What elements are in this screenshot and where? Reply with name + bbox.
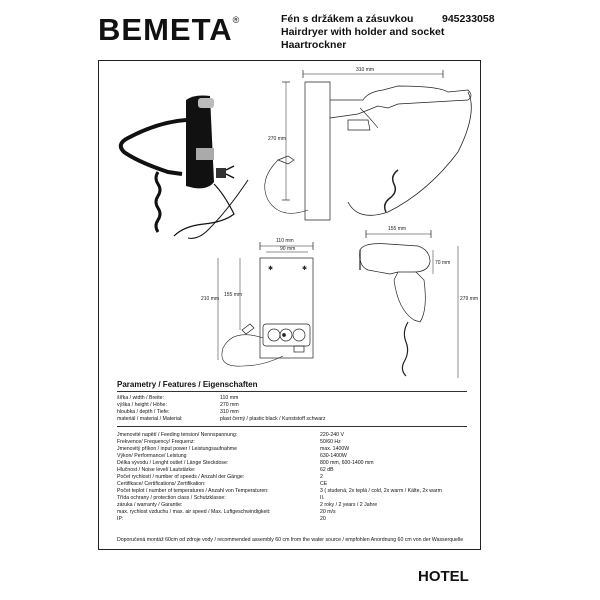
side-view-drawing — [264, 70, 472, 221]
dim-155-right-label: 155 mm — [388, 226, 406, 232]
spec-label: Počet teplot / number of temperatures / … — [117, 488, 269, 494]
spec-label: hloubka / depth / Tiefe: — [117, 409, 170, 415]
spec-value: 220-240 V — [320, 432, 344, 438]
spec-label: Jmenovitý příkon / input power / Leistun… — [117, 446, 237, 452]
spec-row: materiál / material / Material: plast čer… — [117, 416, 472, 423]
spec-label: Délka vývodu / Lenght outlet / Länge Ste… — [117, 460, 229, 466]
spec-label: záruka / warranty / Garantie: — [117, 502, 183, 508]
spec-label: Výkon/ Performance/ Leistung — [117, 453, 187, 459]
spec-label: Hlučnost / Noise level/ Lautstärke: — [117, 467, 196, 473]
brand-name: BEMETA — [98, 12, 233, 47]
spec-value: 2 roky / 2 years / 2 Jahre — [320, 502, 378, 508]
spec-label: Jmenovité napětí / Feeding tension/ Nenn… — [117, 432, 238, 438]
spec-value: II. — [320, 495, 325, 501]
spec-value: 2 — [320, 474, 323, 480]
spec-value: 630-1400W — [320, 453, 347, 459]
product-code: 945233058 — [442, 13, 495, 25]
spec-value: plast černý / plastic black / Kunststoff… — [220, 416, 326, 422]
document-frame — [98, 60, 481, 550]
spec-row: výška / height / Höhe: 270 mm — [117, 402, 472, 409]
spec-row: Frekvence/ Frequency/ Frequenz: 50/60 Hz — [117, 439, 472, 446]
spec-label: výška / height / Höhe: — [117, 402, 167, 408]
spec-label: Počet rychlostí / number of speeds / Anz… — [117, 474, 245, 480]
spec-value: 20 — [320, 516, 326, 522]
spec-row: Délka vývodu / Lenght outlet / Länge Ste… — [117, 460, 472, 467]
spec-row: Počet rychlostí / number of speeds / Anz… — [117, 474, 472, 481]
dim-70-label: 70 mm — [435, 260, 450, 266]
spec-row: Třída ochrany / protection class / Schut… — [117, 495, 472, 502]
registered-mark: ® — [232, 15, 241, 25]
spec-value: 50/60 Hz — [320, 439, 341, 445]
spec-row: IP: 20 — [117, 516, 472, 523]
title-en: Hairdryer with holder and socket — [281, 26, 445, 38]
svg-text:✱: ✱ — [268, 265, 273, 272]
spec-row: Certifikace/ Certifications/ Zertifikati… — [117, 481, 472, 488]
installation-note: Doporučená montáž 60cm od zdroje vody / … — [117, 537, 464, 543]
specs-divider — [117, 391, 467, 392]
product-photo — [118, 95, 249, 239]
spec-row: Hlučnost / Noise level/ Lautstärke: 62 dB — [117, 467, 472, 474]
spec-value: 20 m/s — [320, 509, 336, 515]
dim-155-left-label: 155 mm — [224, 292, 242, 298]
dim-90-label: 90 mm — [280, 246, 295, 252]
spec-value: 800 mm, 600-1400 mm — [320, 460, 374, 466]
title-de: Haartrockner — [281, 39, 347, 51]
spec-value: 270 mm — [220, 402, 239, 408]
spec-row: záruka / warranty / Garantie: 2 roky / 2 … — [117, 502, 472, 509]
spec-row: Počet teplot / number of temperatures / … — [117, 488, 472, 495]
technical-drawing: ✱ ✱ 310 mm 270 mm 110 mm 90 mm 210 mm 15… — [118, 67, 478, 378]
spec-value: CE — [320, 481, 328, 487]
spec-label: max. rychlost vzduchu / max. air speed /… — [117, 509, 271, 515]
spec-row: Jmenovité napětí / Feeding tension/ Nenn… — [117, 432, 472, 439]
dim-210-label: 210 mm — [201, 296, 219, 302]
spec-value: 62 dB — [320, 467, 334, 473]
category-label: HOTEL — [418, 568, 469, 585]
spec-label: Třída ochrany / protection class / Schut… — [117, 495, 226, 501]
dim-270-label: 270 mm — [268, 136, 286, 142]
title-cz: Fén s držákem a zásuvkou — [281, 13, 414, 25]
spec-row: šířka / width / Breite: 110 mm — [117, 395, 472, 402]
product-titles: Fén s držákem a zásuvkou Hairdryer with … — [281, 13, 444, 52]
dim-110-label: 110 mm — [276, 238, 294, 244]
spec-value: max. 1400W — [320, 446, 350, 452]
spec-label: šířka / width / Breite: — [117, 395, 164, 401]
specs-divider — [117, 426, 467, 427]
spec-value: 310 mm — [220, 409, 239, 415]
spec-label: Frekvence/ Frequency/ Frequenz: — [117, 439, 195, 445]
spec-row: hloubka / depth / Tiefe: 310 mm — [117, 409, 472, 416]
spec-row: Jmenovitý příkon / input power / Leistun… — [117, 446, 472, 453]
top-view-drawing — [359, 230, 459, 378]
front-view-drawing: ✱ ✱ — [217, 242, 314, 367]
brand-logo: BEMETA® — [98, 14, 240, 45]
spec-value: 3 ( studená, 2x teplá / cold, 2x warm / … — [320, 488, 442, 494]
spec-row: max. rychlost vzduchu / max. air speed /… — [117, 509, 472, 516]
dim-279-label: 279 mm — [460, 296, 478, 302]
dim-310-label: 310 mm — [356, 67, 374, 73]
specs-heading: Parametry / Features / Eigenschaften — [117, 380, 258, 389]
spec-label: materiál / material / Material: — [117, 416, 183, 422]
spec-row: Výkon/ Performance/ Leistung 630-1400W — [117, 453, 472, 460]
spec-label: Certifikace/ Certifications/ Zertifikati… — [117, 481, 206, 487]
spec-label: IP: — [117, 516, 124, 522]
spec-value: 110 mm — [220, 395, 239, 401]
svg-text:✱: ✱ — [302, 265, 307, 272]
